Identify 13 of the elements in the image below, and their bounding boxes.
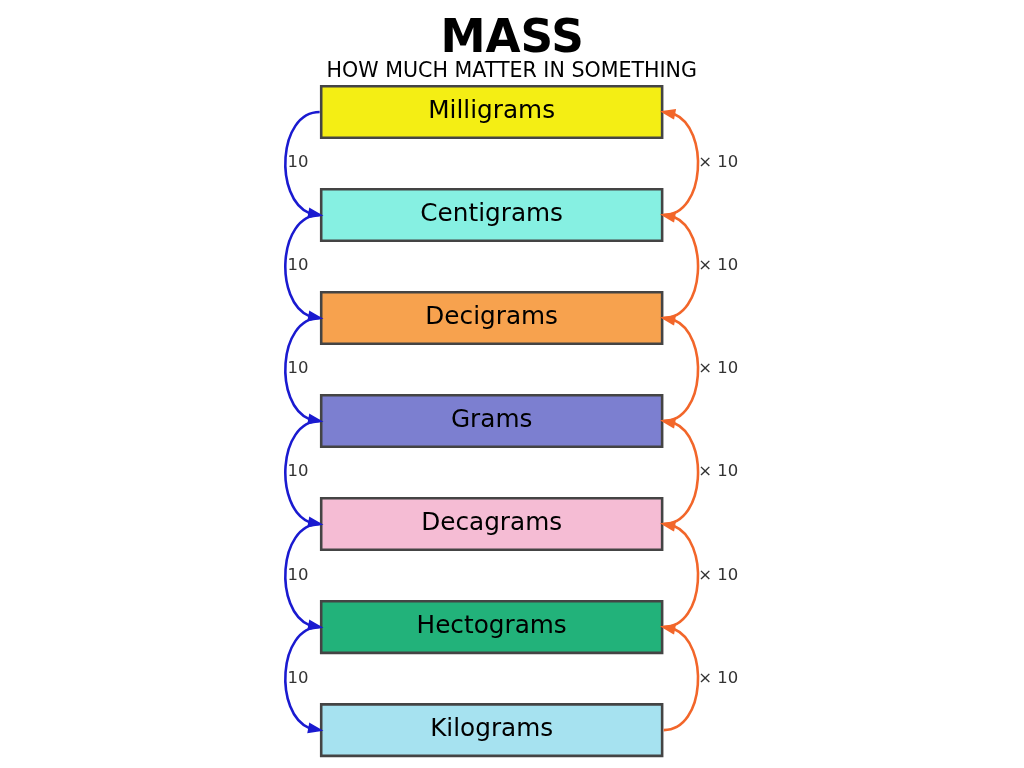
edge-label: 10 [287, 152, 309, 172]
edge-label: × 10 [698, 667, 739, 687]
edge-label: × 10 [698, 358, 739, 378]
edge-label: 10 [287, 564, 309, 584]
caption: HOW MUCH MATTER IN SOMETHING [326, 58, 697, 83]
edge-label: 10 [287, 358, 309, 378]
edge-label: × 10 [698, 255, 739, 275]
edge-label: × 10 [698, 461, 739, 481]
edge-label: 10 [287, 255, 309, 275]
edge-label: × 10 [698, 564, 739, 584]
edge-label: 10 [287, 667, 309, 687]
edge-label: 10 [287, 461, 309, 481]
edge-label: × 10 [698, 152, 739, 172]
